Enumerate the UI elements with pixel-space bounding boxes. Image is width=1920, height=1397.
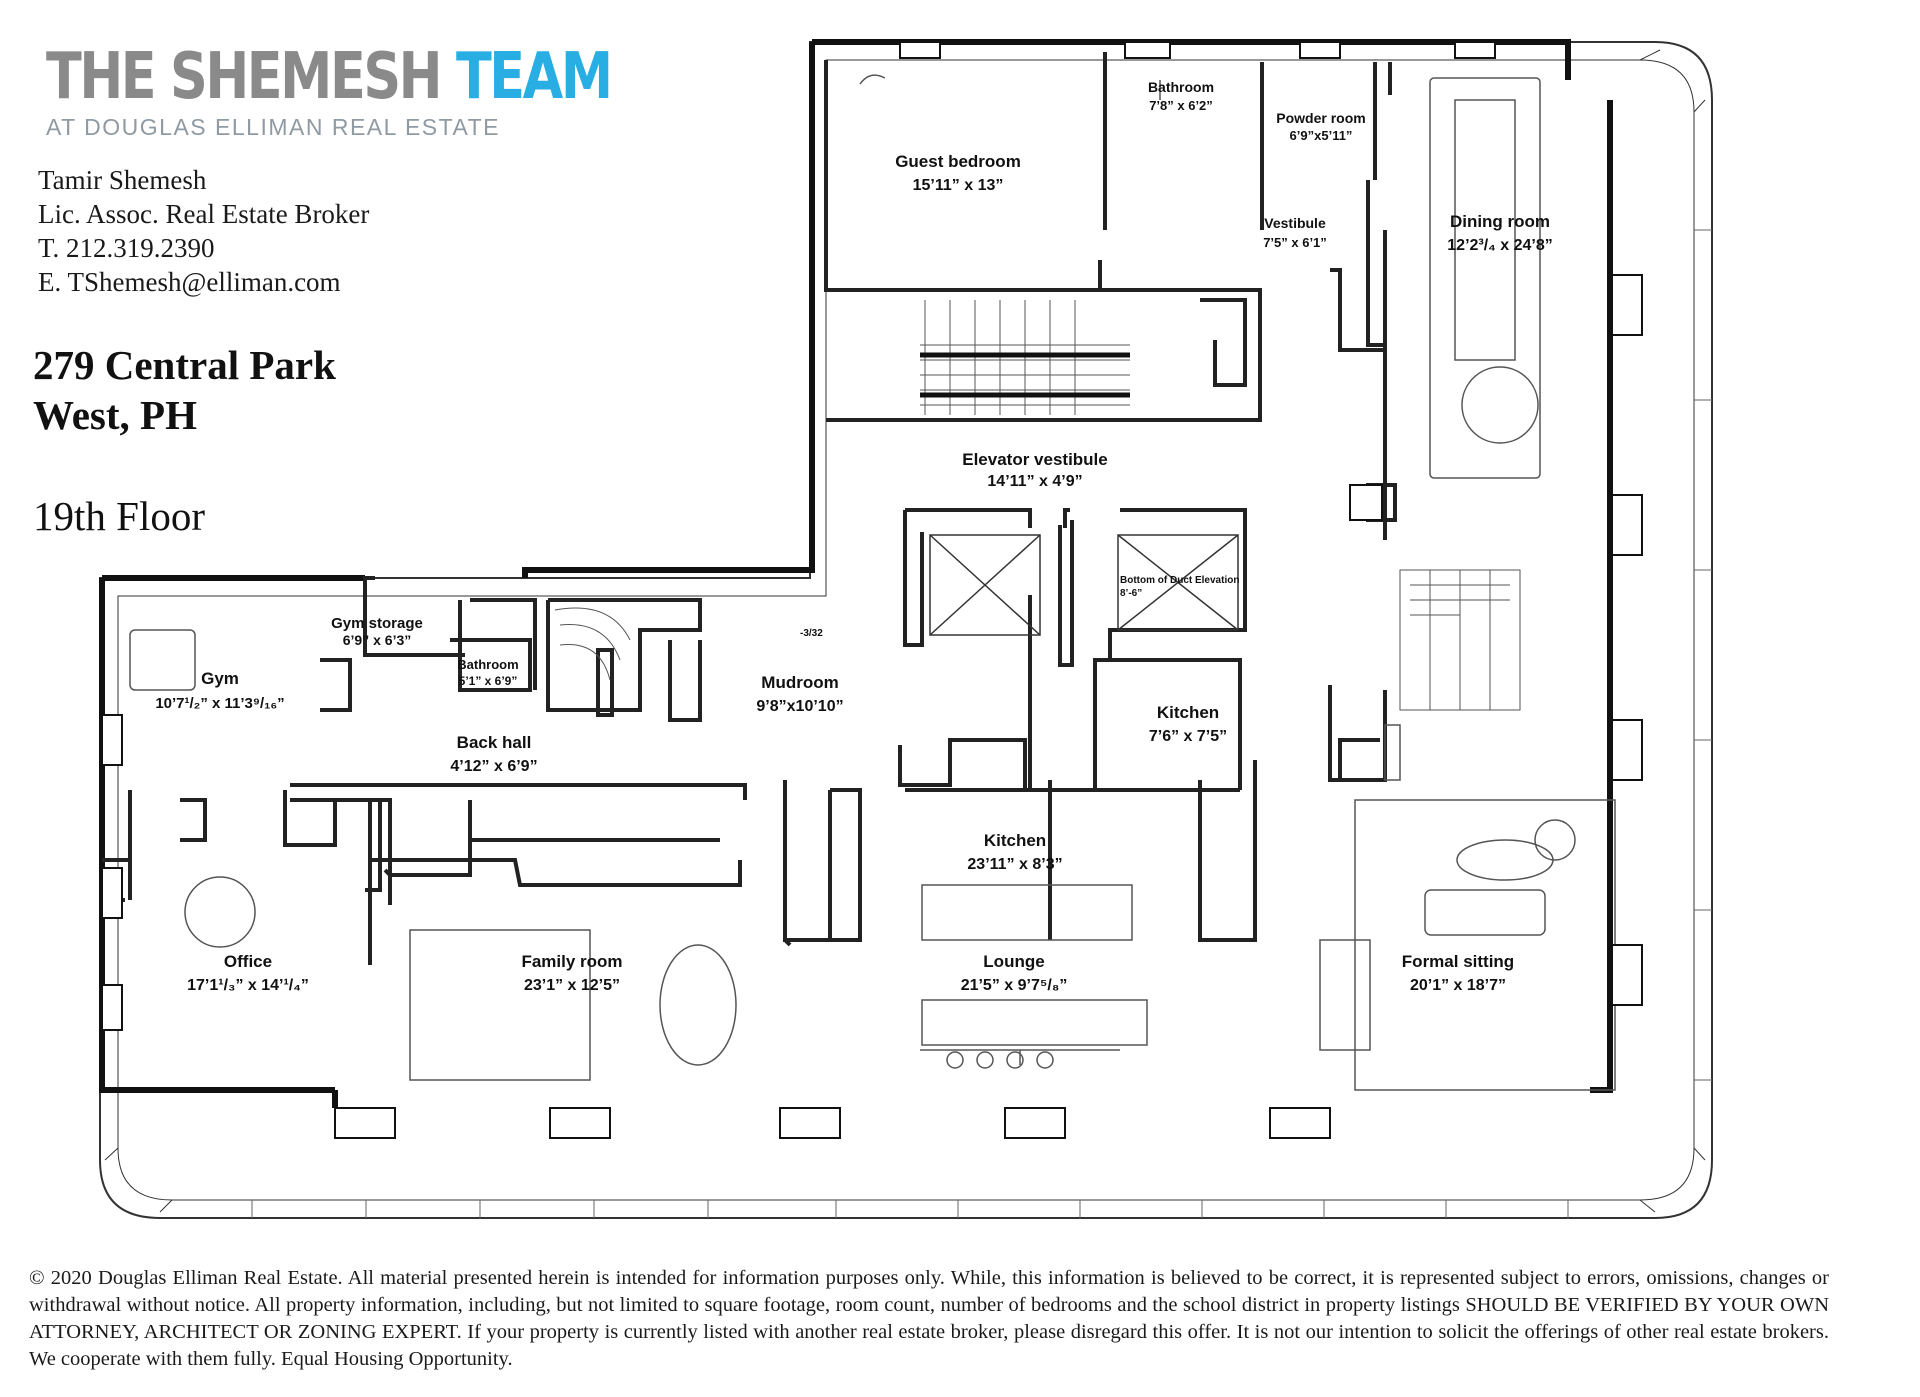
stair-landing: [920, 352, 1130, 398]
room-back-hall-dims: 4’12” x 6’9”: [450, 758, 537, 775]
room-guest-bedroom-dims: 15’11” x 13”: [913, 177, 1004, 194]
floor-label: 19th Floor: [33, 493, 205, 539]
agent-email: E. TShemesh@elliman.com: [38, 267, 341, 297]
brand-name-primary: THE SHEMESH: [46, 40, 443, 114]
stair-note: -3/32: [800, 628, 823, 639]
room-mudroom-dims: 9’8”x10’10”: [756, 698, 843, 715]
terrace-segments: [251, 229, 1712, 1218]
room-bathroom-2-name: Bathroom: [457, 657, 518, 672]
room-dining-room-name: Dining room: [1450, 212, 1550, 231]
brand-logo: THE SHEMESH TEAM AT DOUGLAS ELLIMAN REAL…: [46, 44, 735, 141]
room-powder-room-dims: 6’9”x5’11”: [1290, 128, 1353, 143]
room-guest-bedroom-name: Guest bedroom: [895, 152, 1021, 171]
brand-subtitle: AT DOUGLAS ELLIMAN REAL ESTATE: [46, 114, 501, 140]
room-gym-dims: 10’7¹/₂” x 11’3⁹/₁₆”: [155, 695, 284, 712]
room-office-name: Office: [224, 952, 272, 971]
elevator-shafts: [929, 534, 1239, 636]
agent-contact: Tamir Shemesh Lic. Assoc. Real Estate Br…: [38, 163, 369, 299]
room-elevator-vestibule-dims: 14’11” x 4’9”: [987, 473, 1082, 490]
terrace-outline: [99, 41, 1713, 1219]
room-back-hall-name: Back hall: [457, 733, 532, 752]
room-family-room-dims: 23’1” x 12’5”: [524, 977, 620, 994]
address-line-1: 279 Central Park: [33, 342, 336, 388]
interior-walls: [102, 52, 1397, 965]
exterior-walls: [99, 39, 1613, 1108]
brand-name-accent: TEAM: [455, 40, 613, 114]
room-lounge-name: Lounge: [983, 952, 1044, 971]
room-office-dims: 17’1¹/₃” x 14’¹/₄”: [187, 977, 309, 994]
room-labels: Guest bedroom 15’11” x 13” Bathroom 7’8”…: [155, 79, 1552, 994]
room-bathroom-2-dims: 5’1” x 6’9”: [459, 674, 518, 688]
duct-note-line2: 8’-6”: [1120, 588, 1142, 599]
room-lounge-dims: 21’5” x 9’7⁵/₈”: [961, 977, 1068, 994]
address-line-2: West, PH: [33, 392, 197, 438]
room-vestibule-dims: 7’5” x 6’1”: [1263, 235, 1327, 250]
agent-name: Tamir Shemesh: [38, 165, 207, 195]
furniture: [129, 74, 1616, 1091]
window-columns: [101, 41, 1643, 1139]
room-vestibule-name: Vestibule: [1264, 215, 1326, 231]
room-bathroom-1-dims: 7’8” x 6’2”: [1149, 98, 1213, 113]
room-kitchen-large-dims: 23’11” x 8’3”: [967, 856, 1062, 873]
room-gym-storage-name: Gym storage: [331, 615, 423, 632]
room-gym-storage-dims: 6’9” x 6’3”: [343, 632, 412, 648]
room-formal-sitting-dims: 20’1” x 18’7”: [1410, 977, 1506, 994]
room-dining-room-dims: 12’2³/₄ x 24’8”: [1447, 237, 1552, 254]
room-kitchen-small-name: Kitchen: [1157, 703, 1219, 722]
room-formal-sitting-name: Formal sitting: [1402, 952, 1514, 971]
room-powder-room-name: Powder room: [1276, 110, 1365, 126]
room-gym-name: Gym: [201, 669, 239, 688]
legal-disclaimer: © 2020 Douglas Elliman Real Estate. All …: [29, 1267, 1829, 1370]
brand-name: THE SHEMESH TEAM: [46, 44, 613, 110]
room-kitchen-small-dims: 7’6” x 7’5”: [1149, 728, 1227, 745]
duct-note-line1: Bottom of Duct Elevation: [1120, 575, 1239, 586]
agent-phone: T. 212.319.2390: [38, 233, 215, 263]
listing-address: 279 Central Park West, PH: [33, 340, 336, 440]
room-kitchen-large-name: Kitchen: [984, 831, 1046, 850]
room-elevator-vestibule-name: Elevator vestibule: [962, 450, 1108, 469]
room-bathroom-1-name: Bathroom: [1148, 79, 1214, 95]
room-family-room-name: Family room: [521, 952, 622, 971]
room-mudroom-name: Mudroom: [761, 673, 838, 692]
agent-title: Lic. Assoc. Real Estate Broker: [38, 199, 370, 229]
